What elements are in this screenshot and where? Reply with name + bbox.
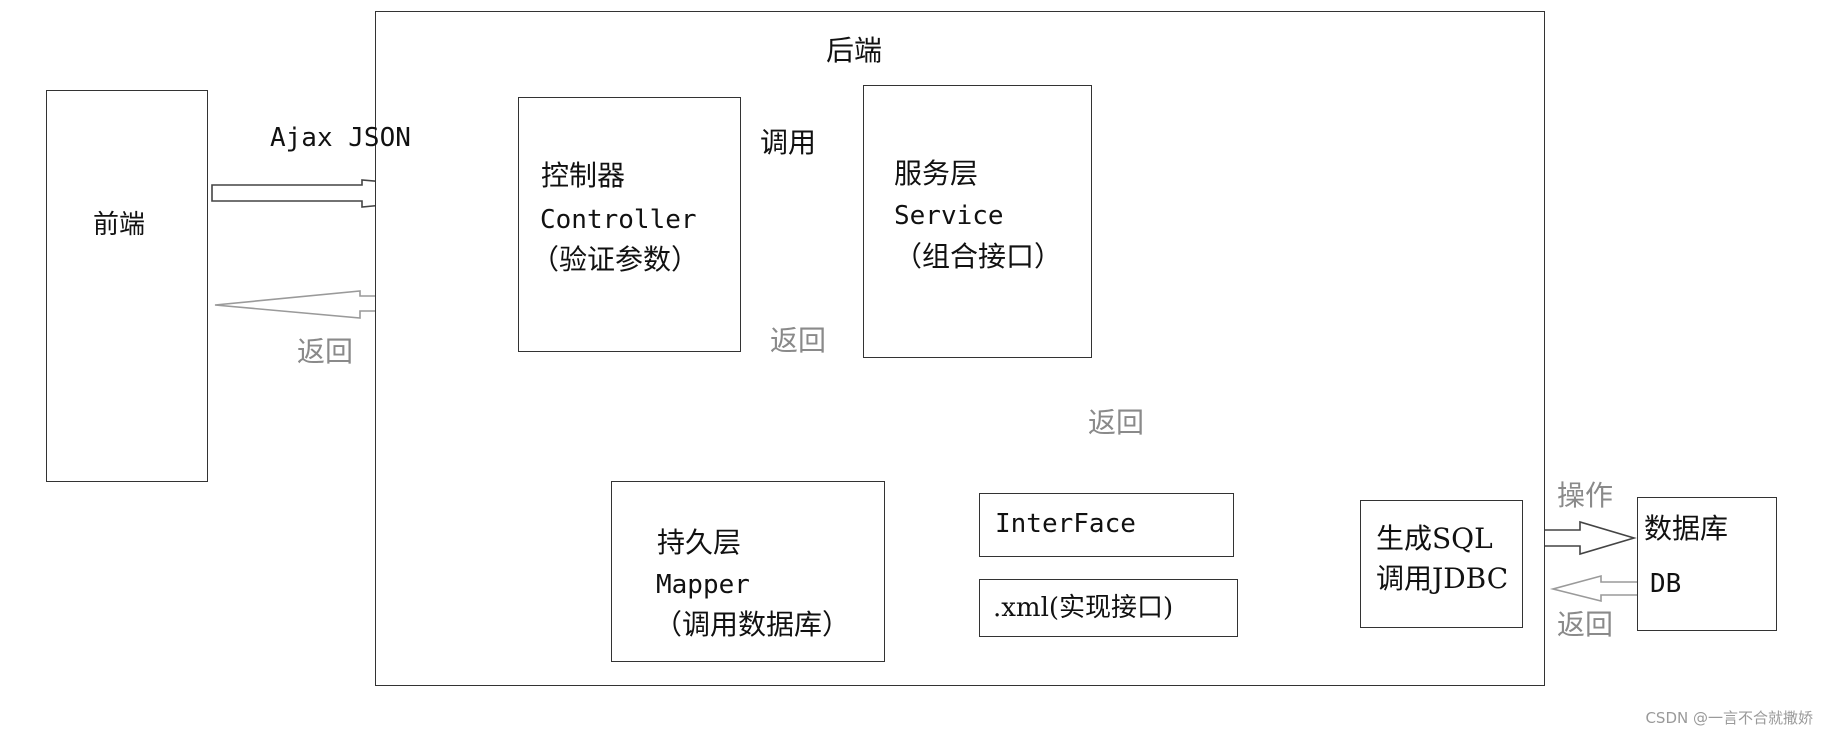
database-db: DB bbox=[1650, 569, 1682, 599]
frontend-label: 前端 bbox=[93, 210, 146, 240]
mapper-name: Mapper bbox=[656, 570, 750, 600]
mapper-box: 持久层 Mapper （调用数据库） bbox=[611, 481, 885, 662]
return-label-frontend: 返回 bbox=[297, 335, 354, 368]
operate-arrow bbox=[1529, 520, 1637, 556]
sql-line2: 调用JDBC bbox=[1376, 562, 1509, 595]
operate-label: 操作 bbox=[1557, 479, 1614, 512]
return-label-controller: 返回 bbox=[770, 324, 827, 357]
database-box: 数据库 DB bbox=[1637, 497, 1777, 631]
service-box: 服务层 Service （组合接口） bbox=[863, 85, 1092, 358]
service-note: （组合接口） bbox=[894, 240, 1063, 273]
db-return-arrow bbox=[1549, 574, 1641, 603]
db-return-label: 返回 bbox=[1557, 608, 1614, 641]
watermark: CSDN @一言不合就撒娇 bbox=[1645, 709, 1813, 727]
xml-label: .xml(实现接口) bbox=[993, 593, 1174, 623]
call-label: 调用 bbox=[760, 126, 817, 159]
request-label: Ajax JSON bbox=[270, 123, 411, 153]
controller-box: 控制器 Controller （验证参数） bbox=[518, 97, 741, 352]
return-label-service: 返回 bbox=[1088, 406, 1145, 439]
controller-title: 控制器 bbox=[541, 159, 626, 192]
interface-label: InterFace bbox=[995, 509, 1136, 539]
database-title: 数据库 bbox=[1644, 512, 1729, 545]
interface-box: InterFace bbox=[979, 493, 1234, 557]
controller-note: （验证参数） bbox=[531, 243, 700, 276]
backend-title: 后端 bbox=[826, 34, 883, 67]
xml-box: .xml(实现接口) bbox=[979, 579, 1238, 637]
controller-name: Controller bbox=[540, 205, 697, 235]
sql-box: 生成SQL 调用JDBC bbox=[1360, 500, 1523, 628]
service-title: 服务层 bbox=[894, 157, 979, 190]
service-name: Service bbox=[894, 201, 1004, 231]
sql-line1: 生成SQL bbox=[1376, 522, 1493, 555]
mapper-title: 持久层 bbox=[657, 526, 742, 559]
mapper-note: （调用数据库） bbox=[654, 608, 851, 641]
frontend-box: 前端 bbox=[46, 90, 208, 482]
